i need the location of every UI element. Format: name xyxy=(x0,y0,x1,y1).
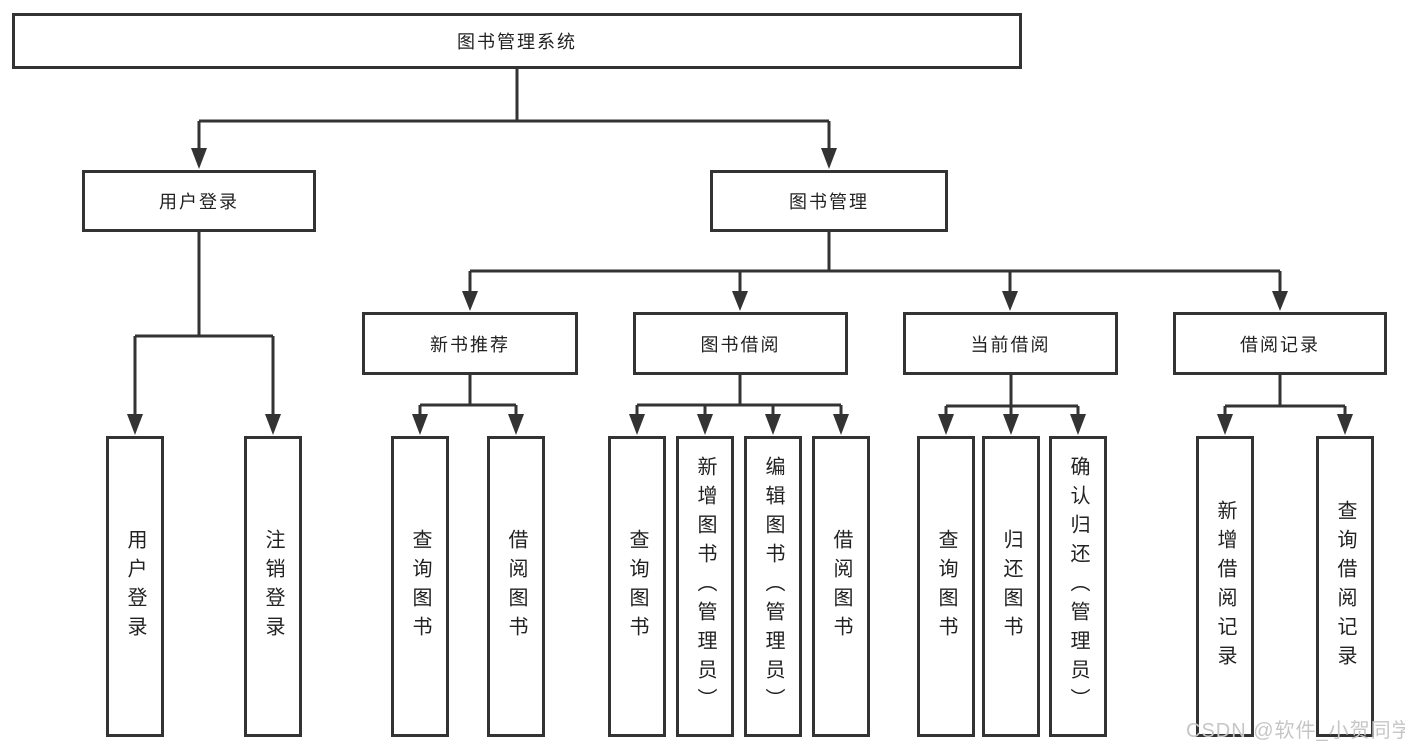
leaf-borrow-books-recommend: 借阅图书 xyxy=(487,436,545,737)
node-book-management-branch: 图书管理 xyxy=(710,170,948,232)
leaf-query-books-current: 查询图书 xyxy=(917,436,975,737)
leaf-borrow-books: 借阅图书 xyxy=(812,436,870,737)
arrowheads xyxy=(127,148,1353,435)
connector-root-to-branches xyxy=(197,69,831,150)
node-book-borrowing: 图书借阅 xyxy=(633,312,848,375)
connector-login-to-leaves xyxy=(133,232,275,416)
node-library-management-system: 图书管理系统 xyxy=(12,13,1022,69)
node-borrowing-records: 借阅记录 xyxy=(1173,312,1387,375)
node-new-book-recommend: 新书推荐 xyxy=(362,312,578,375)
leaf-user-login: 用户登录 xyxy=(106,436,164,737)
connector-current-to-leaves xyxy=(944,375,1080,416)
leaf-logout: 注销登录 xyxy=(244,436,302,737)
leaf-query-borrow-record: 查询借阅记录 xyxy=(1316,436,1374,737)
leaf-add-book-admin: 新增图书（管理员） xyxy=(676,436,734,737)
connector-borrow-to-leaves xyxy=(635,375,843,416)
leaf-add-borrow-record: 新增借阅记录 xyxy=(1196,436,1254,737)
leaf-return-book: 归还图书 xyxy=(982,436,1040,737)
leaf-edit-book-admin: 编辑图书（管理员） xyxy=(744,436,802,737)
connector-mgmt-to-sections xyxy=(468,232,1282,292)
node-current-borrowing: 当前借阅 xyxy=(903,312,1118,375)
leaf-query-books-recommend: 查询图书 xyxy=(391,436,449,737)
connector-records-to-leaves xyxy=(1223,375,1347,416)
connector-recommend-to-leaves xyxy=(418,375,518,416)
leaf-confirm-return-admin: 确认归还（管理员） xyxy=(1049,436,1107,737)
node-user-login-branch: 用户登录 xyxy=(82,170,316,232)
csdn-watermark: CSDN @软件_小贺同学 xyxy=(1186,720,1405,742)
leaf-query-books-borrow: 查询图书 xyxy=(608,436,666,737)
